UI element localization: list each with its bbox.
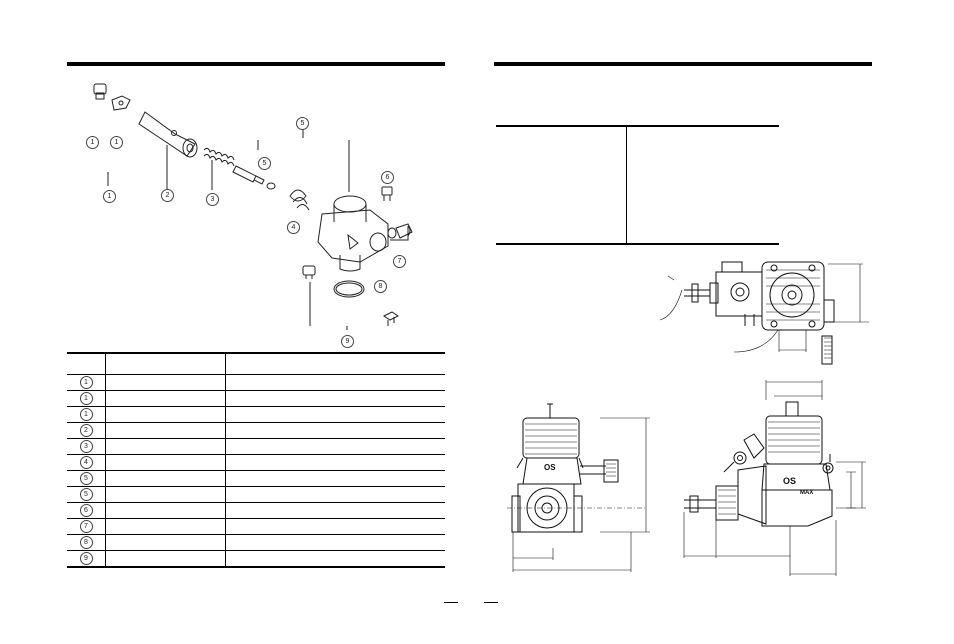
fitting-part	[381, 186, 413, 239]
part-code: 2	[79, 424, 93, 437]
part-code: 1	[79, 408, 93, 421]
part-code: 6	[79, 504, 93, 517]
callout-3: 3	[206, 193, 219, 206]
left-page-header-rule	[67, 62, 445, 66]
left-page-number-mark	[444, 602, 458, 603]
bottom-screw-part	[383, 311, 399, 326]
needle-screw-part	[93, 83, 131, 111]
callout-5a: 5	[296, 117, 309, 130]
table-row: 1	[67, 406, 445, 423]
engine-side-view	[683, 380, 866, 576]
part-code: 3	[79, 440, 93, 453]
carburetor-barrel-part	[138, 111, 198, 158]
engine-top-view	[659, 261, 869, 365]
parts-table: 1 1 1 2 3 4 5 5 6 7 8 9	[67, 352, 445, 568]
table-row: 8	[67, 534, 445, 551]
part-code: 1	[79, 376, 93, 389]
callout-1a: 1	[86, 136, 99, 149]
table-row: 6	[67, 502, 445, 519]
o-ring-part	[333, 280, 365, 298]
table-row: 7	[67, 518, 445, 535]
table-row: 1	[67, 374, 445, 391]
spec-column-divider	[626, 127, 627, 243]
callout-8: 8	[374, 280, 387, 293]
header-code	[67, 353, 106, 375]
table-row: 3	[67, 438, 445, 455]
part-code: 8	[79, 536, 93, 549]
part-code: 5	[79, 472, 93, 485]
engine-front-view	[507, 403, 650, 572]
table-row: 5	[67, 486, 445, 503]
specifications-table	[496, 125, 779, 245]
callout-6: 6	[381, 171, 394, 184]
part-code: 7	[79, 520, 93, 533]
part-code: 1	[79, 392, 93, 405]
callout-7: 7	[393, 255, 406, 268]
table-row: 4	[67, 454, 445, 471]
right-page-header-rule	[494, 62, 872, 66]
engine-logo-side: OS	[783, 476, 796, 486]
callout-1b: 1	[110, 136, 123, 149]
table-row: 9	[67, 550, 445, 568]
callout-5b: 5	[258, 157, 271, 170]
spring-part	[203, 147, 235, 167]
callout-1c: 1	[103, 190, 116, 203]
carburetor-body-part	[317, 195, 389, 272]
right-page-number-mark	[484, 602, 498, 603]
part-code: 5	[79, 488, 93, 501]
table-row: 5	[67, 470, 445, 487]
clip-part	[289, 189, 310, 211]
callout-4: 4	[287, 221, 300, 234]
callout-9: 9	[341, 335, 354, 348]
table-row: 2	[67, 422, 445, 439]
nipple-part	[302, 265, 316, 279]
header-description	[225, 353, 445, 375]
callout-2: 2	[161, 189, 174, 202]
mixture-needle-part	[232, 165, 276, 190]
part-code: 9	[79, 552, 93, 565]
part-code: 4	[79, 456, 93, 469]
header-name	[105, 353, 226, 375]
parts-table-header	[67, 353, 445, 375]
engine-model-mark: MAX	[800, 490, 813, 496]
table-row: 1	[67, 390, 445, 407]
engine-logo-front: OS	[544, 463, 556, 472]
